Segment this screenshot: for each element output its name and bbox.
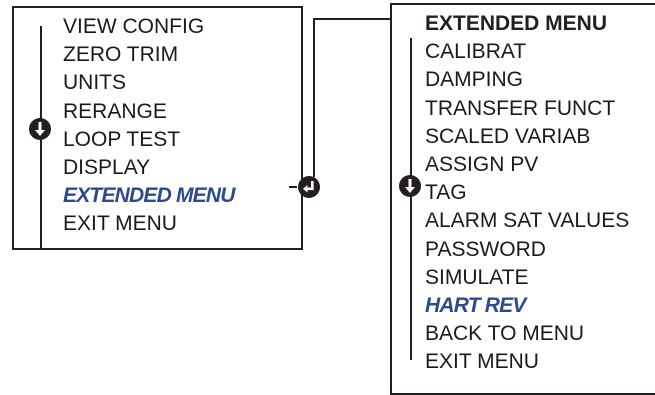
- menu-item-zero-trim[interactable]: ZERO TRIM: [63, 43, 179, 67]
- scroll-down-icon[interactable]: [29, 118, 51, 140]
- main-menu-box: VIEW CONFIG ZERO TRIM UNITS RERANGE LOOP…: [12, 6, 303, 250]
- enter-icon[interactable]: [298, 176, 320, 198]
- connector-stub: [289, 186, 297, 188]
- menu-item-scaled-variab[interactable]: SCALED VARIAB: [425, 124, 591, 148]
- menu-item-extended-menu[interactable]: EXTENDED MENU: [63, 184, 235, 208]
- menu-item-hart-rev[interactable]: HART REV: [425, 293, 526, 317]
- menu-item-tag[interactable]: TAG: [425, 181, 467, 205]
- menu-item-assign-pv[interactable]: ASSIGN PV: [425, 152, 539, 176]
- connector-horizontal: [313, 18, 390, 20]
- menu-item-loop-test[interactable]: LOOP TEST: [63, 127, 181, 151]
- menu-item-exit-menu[interactable]: EXIT MENU: [425, 350, 539, 374]
- scroll-rail: [410, 38, 412, 360]
- menu-item-simulate[interactable]: SIMULATE: [425, 265, 529, 289]
- menu-item-units[interactable]: UNITS: [63, 71, 126, 95]
- menu-item-calibrat[interactable]: CALIBRAT: [425, 40, 527, 64]
- extended-menu-title: EXTENDED MENU: [425, 12, 608, 35]
- menu-item-view-config[interactable]: VIEW CONFIG: [63, 15, 205, 38]
- menu-item-back-to-menu[interactable]: BACK TO MENU: [425, 322, 585, 346]
- menu-item-rerange[interactable]: RERANGE: [63, 99, 167, 123]
- extended-menu-box: EXTENDED MENU CALIBRAT DAMPING TRANSFER …: [390, 3, 655, 395]
- menu-item-password[interactable]: PASSWORD: [425, 237, 546, 261]
- menu-item-exit-menu[interactable]: EXIT MENU: [63, 212, 177, 236]
- connector-vertical: [313, 18, 315, 177]
- menu-item-damping[interactable]: DAMPING: [425, 68, 524, 92]
- menu-item-display[interactable]: DISPLAY: [63, 155, 151, 179]
- scroll-down-icon[interactable]: [399, 175, 421, 197]
- menu-item-transfer-funct[interactable]: TRANSFER FUNCT: [425, 96, 616, 120]
- menu-item-alarm-sat-values[interactable]: ALARM SAT VALUES: [425, 209, 630, 233]
